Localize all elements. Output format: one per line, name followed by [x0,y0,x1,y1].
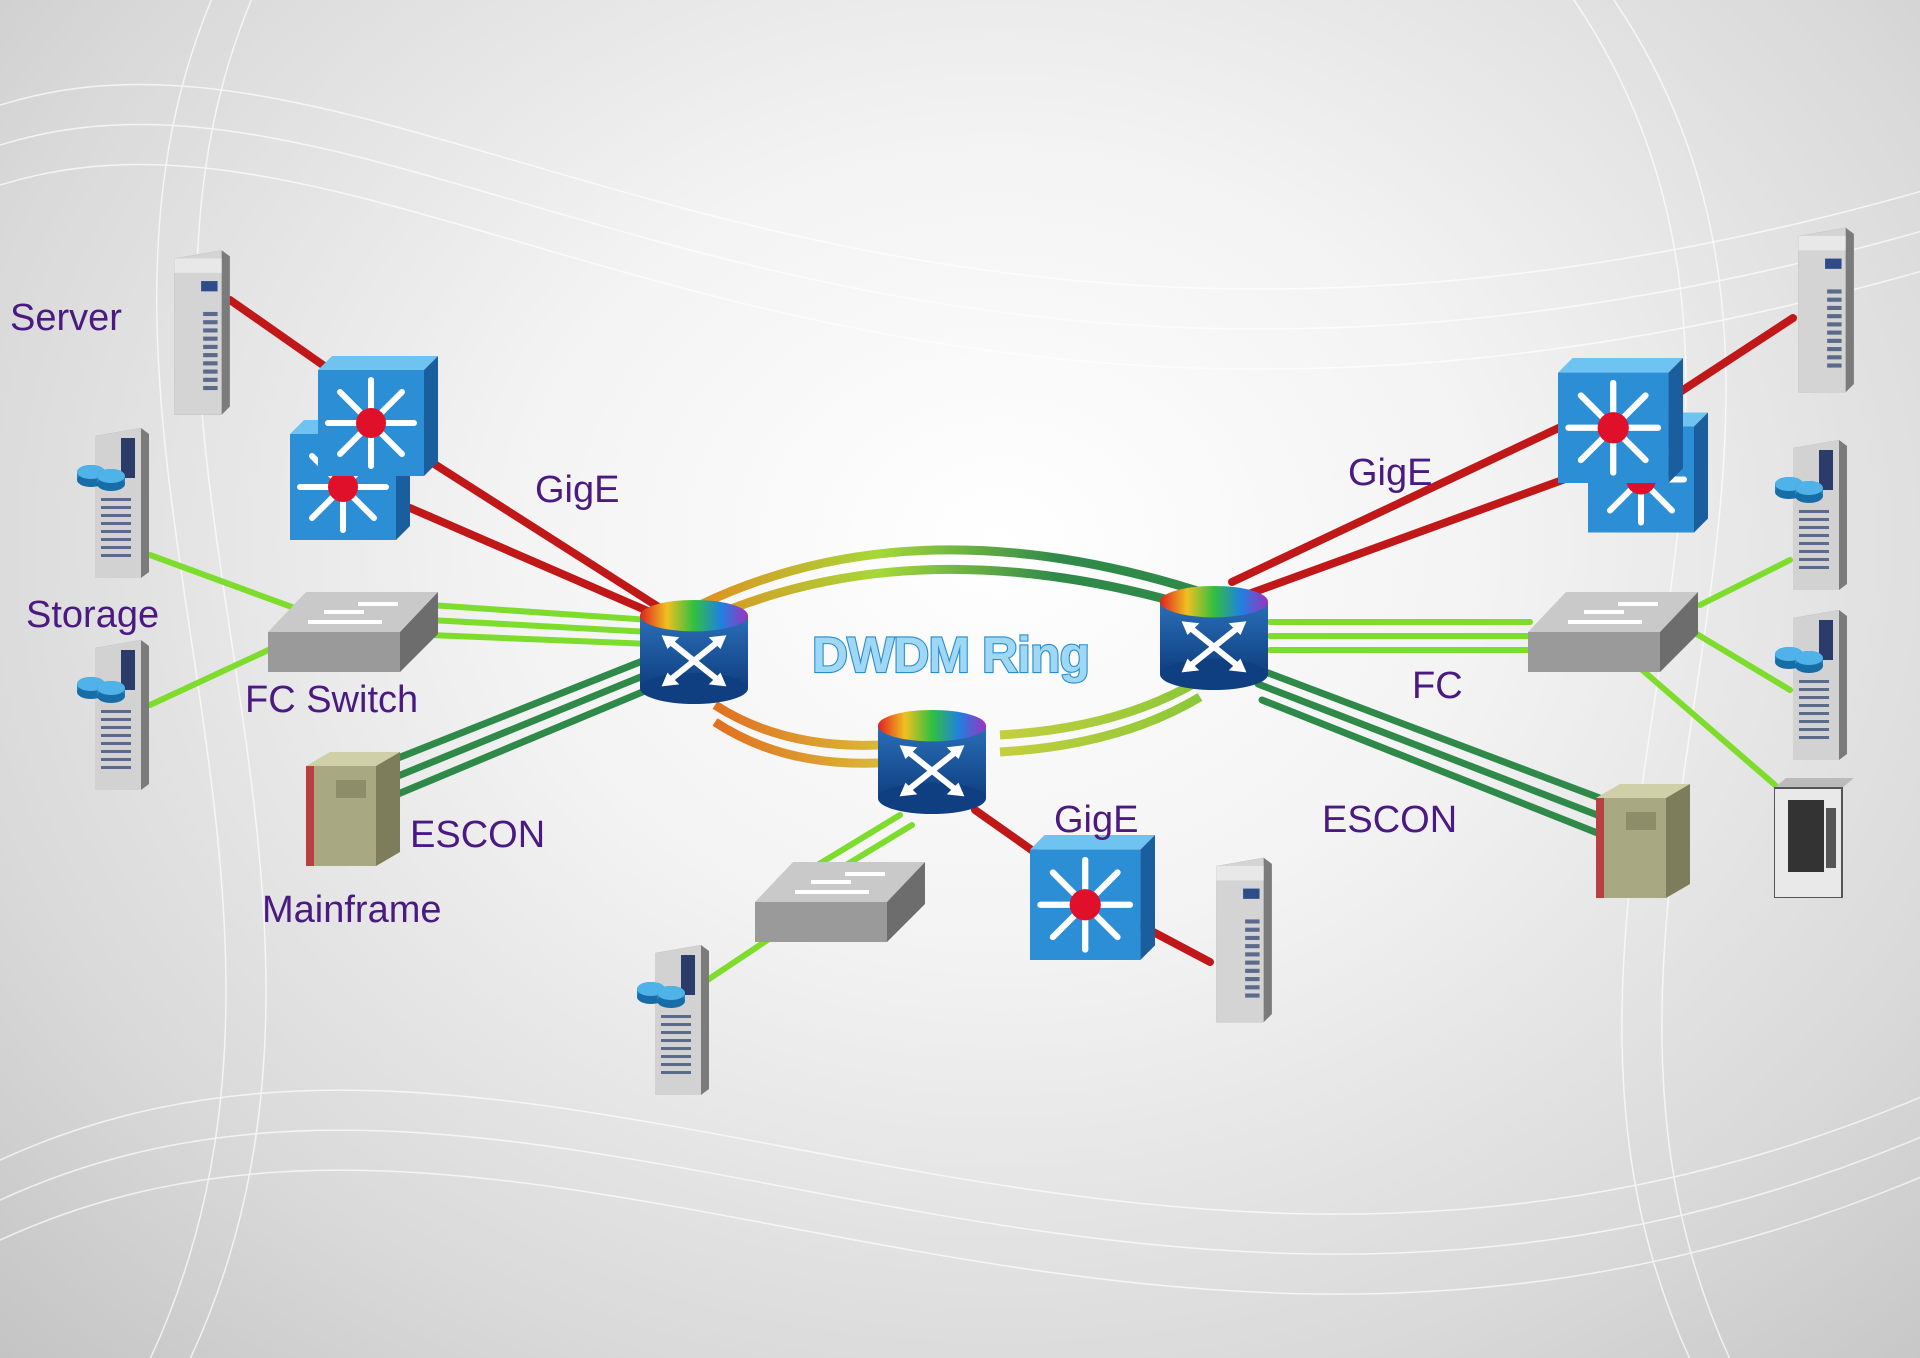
server-icon [174,250,230,415]
gige-switch-icon [1030,835,1155,960]
label-server: Server [10,297,122,339]
mainframe-icon [306,752,400,866]
storage-icon [637,945,709,1095]
label-fc-right: FC [1412,665,1463,707]
fc-links-right [1267,557,1793,788]
mainframe-icon [1596,784,1690,898]
label-mainframe: Mainframe [262,889,442,931]
label-gige-right: GigE [1348,452,1432,494]
dwdm-node-left-icon [640,600,748,704]
server-icon [1798,227,1854,393]
fc-switch-icon [268,592,438,672]
storage-icon [77,428,149,578]
gige-links-right [1228,314,1797,604]
dwdm-node-bottom-icon [878,710,986,814]
label-storage: Storage [26,594,159,636]
label-escon-right: ESCON [1322,799,1457,841]
label-gige-bottom: GigE [1054,799,1138,841]
gige-switch-icon [318,356,438,476]
dwdm-node-right-icon [1160,586,1268,690]
gige-links-left [226,296,664,616]
fc-links-left [147,552,653,708]
ring-title: DWDM Ring [812,627,1089,683]
fc-switch-icon [1528,592,1698,672]
label-gige-left: GigE [535,469,619,511]
gige-switch-icon [1558,358,1683,483]
storage-icon [77,640,149,790]
tape-library-icon [1774,778,1854,898]
storage-icon [1775,440,1847,590]
label-fc-switch: FC Switch [245,679,418,721]
escon-links-left [394,656,656,798]
server-icon [1216,857,1272,1023]
fc-switch-icon [755,862,925,942]
escon-links-right [1251,664,1609,840]
label-escon-left: ESCON [410,814,545,856]
